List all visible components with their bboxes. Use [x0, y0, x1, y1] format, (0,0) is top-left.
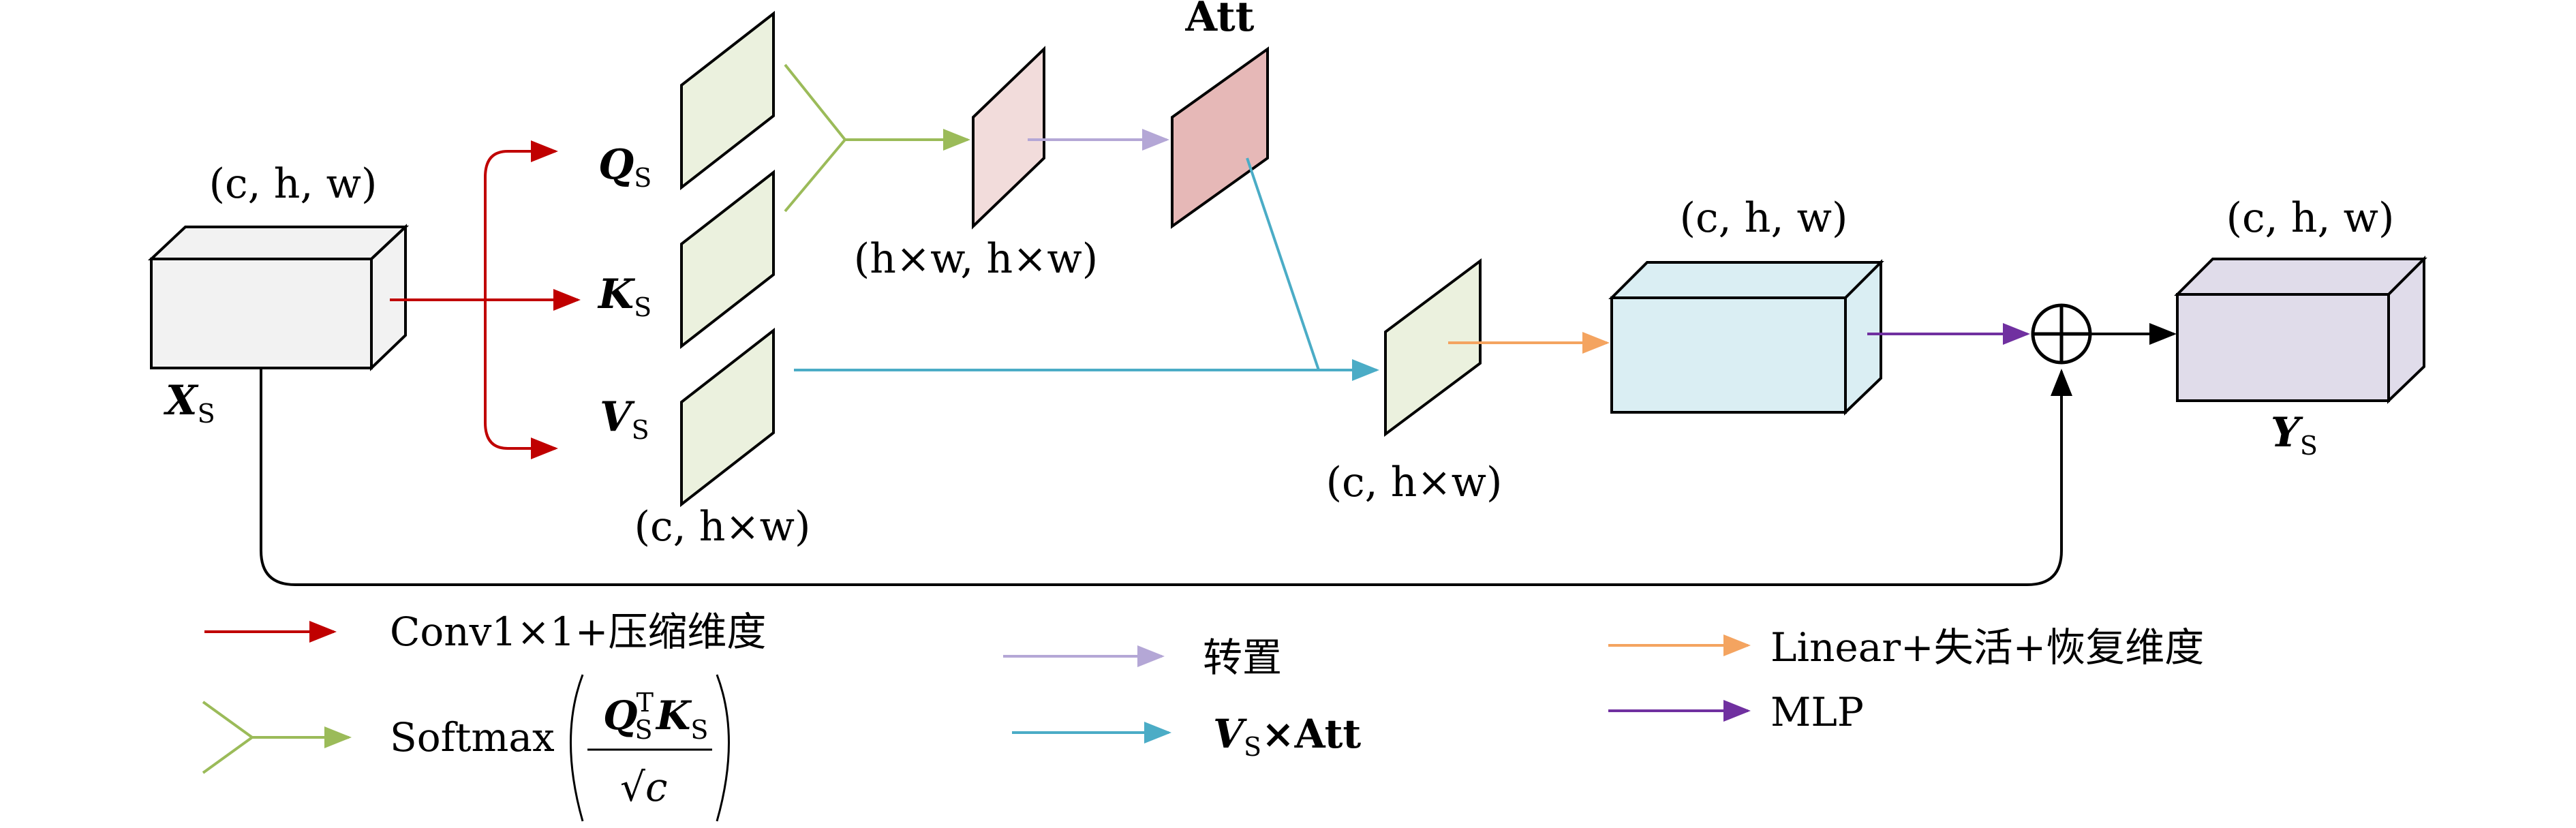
att-plane: [1171, 46, 1269, 229]
legend-conv: Conv1×1+压缩维度: [390, 609, 766, 655]
legend-vs-att: VS×Att: [1213, 711, 1361, 762]
xs-dim-label: (c, h, w): [209, 160, 378, 208]
att-title: Att: [1185, 0, 1255, 41]
vatt-plane: [1384, 258, 1482, 437]
linear-box: [1608, 259, 1884, 416]
vatt-dim-label: (c, h×w): [1326, 459, 1503, 506]
legend-softmax-denominator: √c: [620, 764, 667, 810]
legend-mlp: MLP: [1770, 689, 1864, 735]
vatt-arrows: [794, 157, 1379, 381]
legend-linear: Linear+失活+恢复维度: [1770, 624, 2204, 671]
softmax-arrow: [784, 63, 970, 213]
ys-label: YS: [2271, 409, 2318, 461]
k-plane: [680, 169, 775, 350]
xs-box: [147, 224, 410, 371]
conv-arrows: [390, 140, 581, 459]
xs-label: XS: [163, 377, 215, 429]
att-small-dim-label: (h×w, h×w): [854, 235, 1098, 283]
ys-dim-label: (c, h, w): [2226, 194, 2395, 242]
att-small-plane: [972, 46, 1045, 230]
v-plane: [680, 327, 775, 508]
v-label: VS: [600, 393, 649, 445]
residual-path: [260, 323, 2177, 586]
ys-box: [2174, 256, 2427, 404]
linear-dim-label: (c, h, w): [1680, 194, 1848, 242]
k-label: KS: [597, 271, 651, 322]
qkv-dim-label: (c, h×w): [634, 503, 811, 551]
q-label: QS: [598, 141, 651, 193]
legend-softmax-numerator: QSTKS: [603, 688, 708, 745]
legend-softmax-word: Softmax: [390, 714, 555, 761]
circled-plus-icon: [2031, 303, 2092, 365]
legend-transpose: 转置: [1203, 634, 1282, 681]
legend: Conv1×1+压缩维度 Softmax QSTKS √c 转置 VS×Att …: [202, 609, 2204, 822]
q-plane: [680, 10, 775, 191]
